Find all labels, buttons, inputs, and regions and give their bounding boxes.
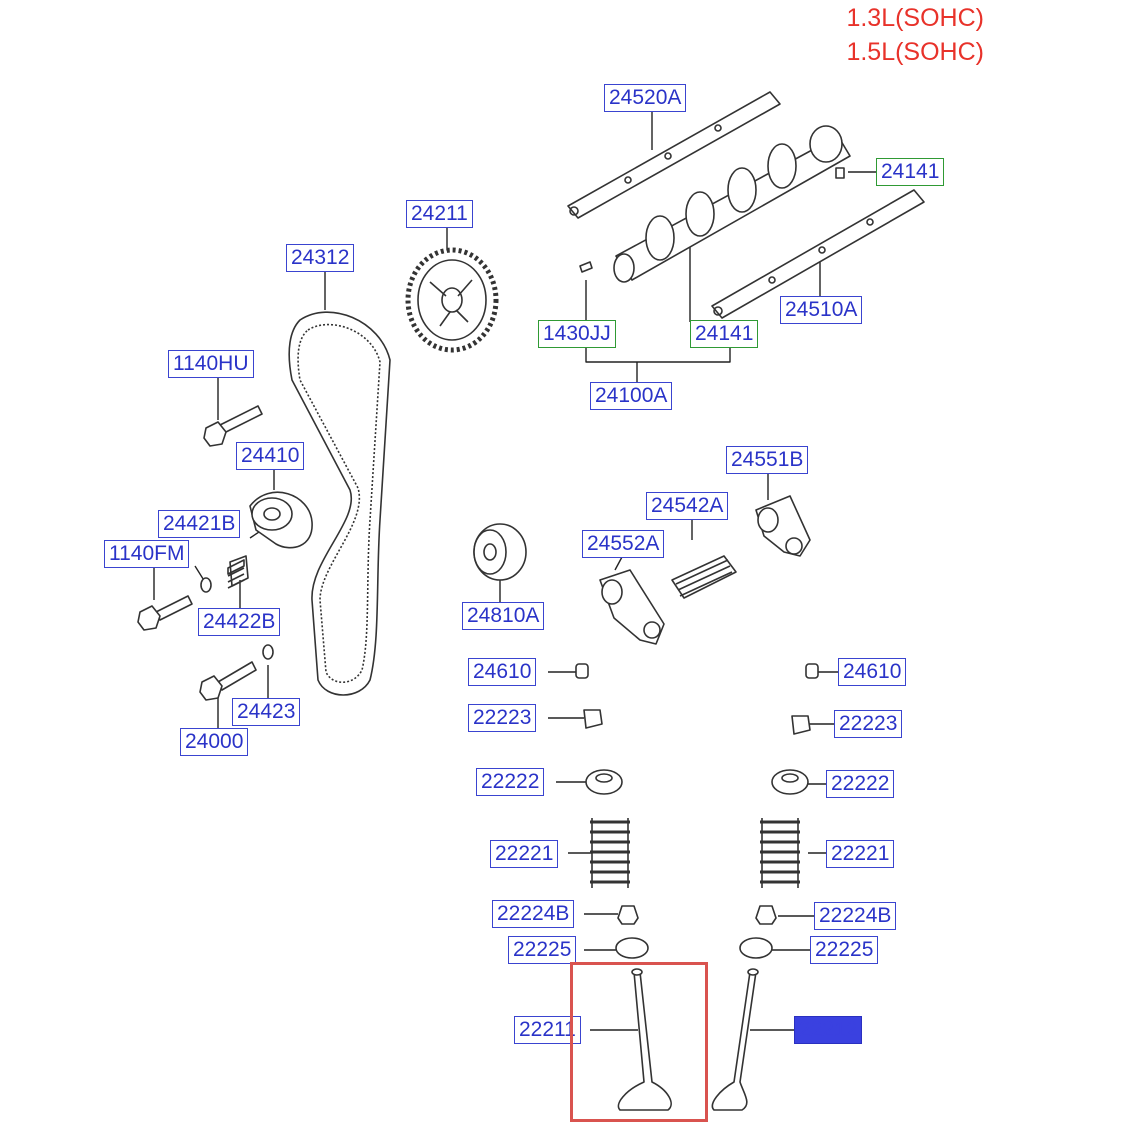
part-label-22221-left[interactable]: 22221 (490, 840, 559, 868)
part-label-1140fm[interactable]: 1140FM (104, 540, 190, 568)
nut-22223-left (583, 709, 603, 729)
part-label-24551b[interactable]: 24551B (726, 446, 809, 474)
seat-22225-right (739, 937, 773, 959)
part-label-22211[interactable]: 22211 (514, 1016, 581, 1044)
intake-valve-22211 (617, 968, 672, 1111)
seal-22224b-right (755, 905, 777, 925)
retainer-22222-left (585, 769, 623, 795)
part-label-22222-left[interactable]: 22222 (476, 768, 545, 796)
spring-24422b (227, 555, 249, 589)
part-label-24100a[interactable]: 24100A (590, 382, 673, 410)
rocker-arm-24552a (599, 569, 665, 645)
engine-spec-line-1: 1.3L(SOHC) (846, 4, 984, 32)
washer-24421b (200, 577, 212, 593)
part-label-24211[interactable]: 24211 (406, 200, 473, 228)
part-label-22223-right[interactable]: 22223 (834, 710, 903, 738)
part-label-22221-right[interactable]: 22221 (826, 840, 895, 868)
nut-22223-right (791, 715, 811, 735)
camshaft (579, 125, 851, 283)
part-label-22224b-left[interactable]: 22224B (492, 900, 575, 928)
part-label-1430jj[interactable]: 1430JJ (538, 320, 616, 348)
adjuster-24610-left (575, 663, 589, 679)
tensioner-pulley (249, 491, 313, 549)
seal-22224b-left (617, 905, 639, 925)
idler-pulley (473, 523, 527, 581)
part-label-22223-left[interactable]: 22223 (468, 704, 537, 732)
bolt-24000 (199, 661, 257, 701)
part-label-24542a[interactable]: 24542A (646, 492, 729, 520)
part-label-22212-selected[interactable]: 22212 (794, 1016, 863, 1044)
part-label-22225-left[interactable]: 22225 (508, 936, 577, 964)
part-label-24421b[interactable]: 24421B (158, 510, 241, 538)
part-label-22224b-right[interactable]: 22224B (814, 902, 897, 930)
part-label-24423[interactable]: 24423 (232, 698, 301, 726)
exhaust-valve-22212 (711, 968, 759, 1111)
part-label-22222-right[interactable]: 22222 (826, 770, 895, 798)
part-label-24610-left[interactable]: 24610 (468, 658, 537, 686)
part-label-24552a[interactable]: 24552A (582, 530, 665, 558)
retainer-22222-right (771, 769, 809, 795)
rocker-shaft-upper (567, 91, 781, 219)
part-label-24810a[interactable]: 24810A (462, 602, 545, 630)
engine-spec-line-2: 1.5L(SOHC) (846, 38, 984, 66)
part-label-22225-right[interactable]: 22225 (810, 936, 879, 964)
bolt-1140fm (137, 595, 193, 631)
part-label-24422b[interactable]: 24422B (198, 608, 281, 636)
part-label-24510a[interactable]: 24510A (780, 296, 863, 324)
timing-belt (288, 311, 391, 696)
rocker-spring-24542a (671, 555, 737, 599)
part-label-24610-right[interactable]: 24610 (838, 658, 907, 686)
rocker-arm-24551b (755, 495, 811, 557)
part-label-24141-pin[interactable]: 24141 (876, 158, 945, 186)
washer-24423 (262, 644, 274, 660)
part-label-24520a[interactable]: 24520A (604, 84, 687, 112)
part-label-1140hu[interactable]: 1140HU (168, 350, 254, 378)
seat-22225-left (615, 937, 649, 959)
rocker-shaft-lower (711, 189, 925, 319)
highlight-box-intake-valve (570, 962, 708, 1122)
camshaft-sprocket (405, 247, 499, 353)
valve-spring-22221-left (590, 818, 630, 888)
adjuster-24610-right (805, 663, 819, 679)
part-label-24312[interactable]: 24312 (286, 244, 355, 272)
bolt-1140hu (203, 405, 263, 447)
part-label-24141-cam[interactable]: 24141 (690, 320, 759, 348)
part-label-24410[interactable]: 24410 (236, 442, 305, 470)
valve-spring-22221-right (760, 818, 800, 888)
part-label-24000[interactable]: 24000 (180, 728, 249, 756)
